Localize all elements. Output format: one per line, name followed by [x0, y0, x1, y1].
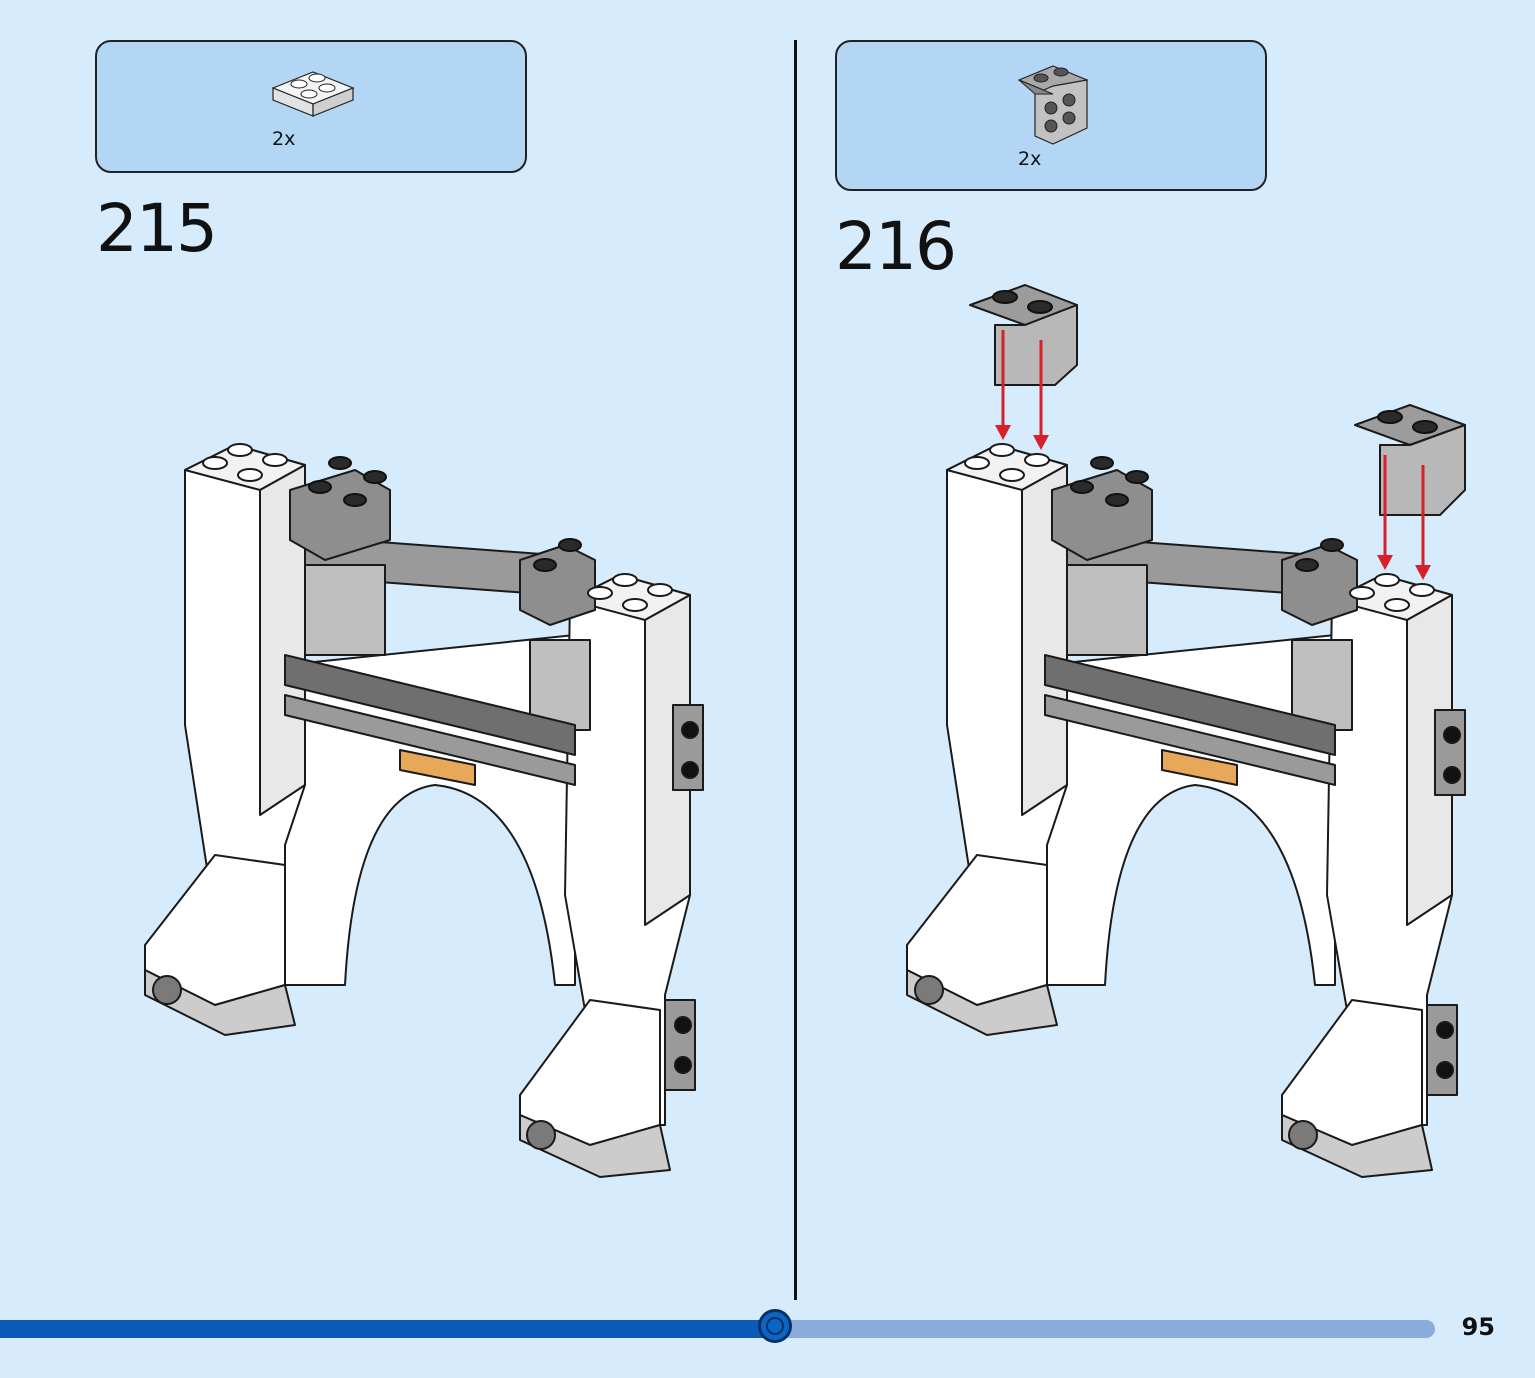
parts-callout-step-215: 2x [95, 40, 527, 173]
step-number: 216 [835, 208, 957, 285]
progress-track [0, 1320, 1435, 1338]
progress-fill [0, 1320, 775, 1338]
step-number: 215 [96, 190, 218, 267]
progress-knob-icon [758, 1309, 792, 1343]
part-quantity: 2x [272, 128, 296, 150]
page-number: 95 [1461, 1313, 1495, 1341]
step-divider [794, 40, 797, 1300]
step-216-model-illustration [906, 284, 1466, 1178]
gray-bracket-icon [1017, 65, 1089, 145]
parts-callout-step-216: 2x [835, 40, 1267, 191]
step-215-model-illustration [144, 443, 704, 1178]
white-plate-2x2-icon [271, 71, 355, 117]
part-quantity: 2x [1018, 148, 1042, 170]
